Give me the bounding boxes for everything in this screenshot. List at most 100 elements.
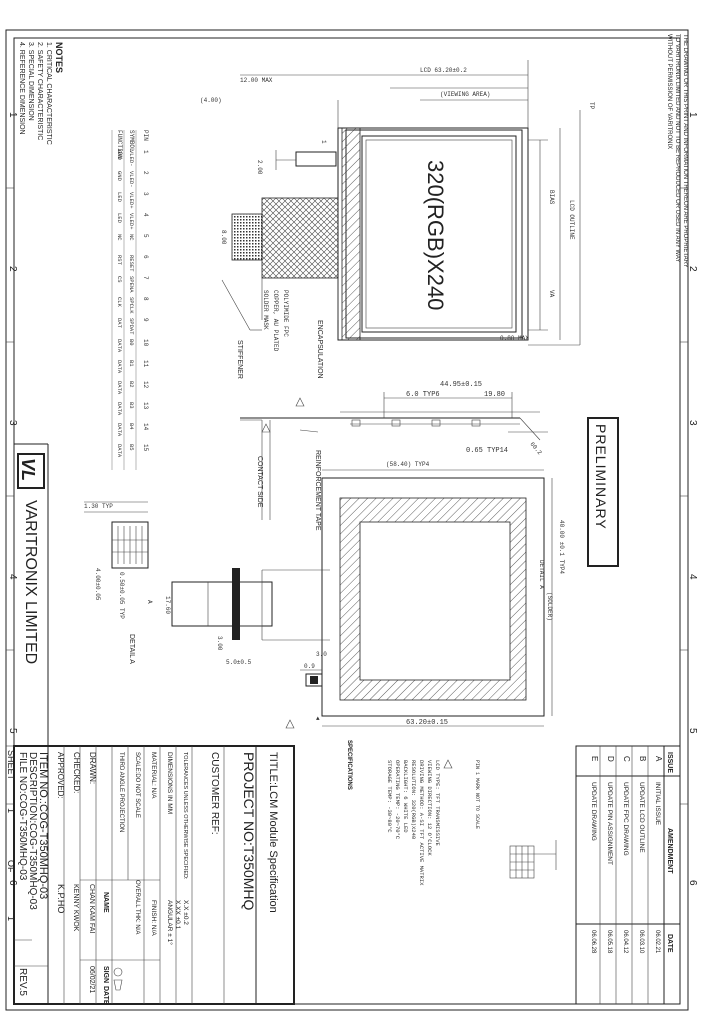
svg-text:PIN 1 MARK NOT TO SCALE: PIN 1 MARK NOT TO SCALE — [474, 760, 480, 829]
pin-function: CLK — [116, 297, 123, 308]
logo-text: VL — [18, 458, 38, 481]
note-2: 2. SAFETY CHARACTERISTIC — [36, 42, 43, 140]
zone-markers-right: 1 2 3 4 5 6 — [687, 112, 698, 886]
svg-text:2.00: 2.00 — [256, 160, 263, 175]
proprietary-line-2: TO VARITRONIX LIMITED AND NOT TO BE REPR… — [674, 34, 680, 262]
svg-text:TP: TP — [588, 102, 595, 110]
svg-text:8.00: 8.00 — [220, 230, 227, 245]
svg-text:0.80 MAX: 0.80 MAX — [500, 335, 529, 342]
note-1: 1. CRITICAL CHARACTERISTIC — [45, 42, 52, 145]
lcd-active-area — [361, 135, 517, 333]
customer-ref: CUSTOMER REF: — [209, 752, 220, 835]
drawn-name: CHAN KAM FAI — [88, 884, 95, 933]
note-3: 3. SPECIAL DIMENSION — [27, 42, 34, 121]
pin-rows: 1VLED-GND2VLED-GND3VLED+LED4VLED+LED5NCN… — [116, 150, 149, 458]
note-4: 4. REFERENCE DIMENSION — [18, 42, 25, 135]
lcd-front-view: 320(RGB)X240 LCD OUTLINE BIAS VA TP LCD … — [200, 60, 595, 346]
contact-side-label: CONTACT SIDE — [256, 456, 263, 508]
proprietary-line-1: THE DRAWING OR THIS PRINT AND INFORMATIO… — [682, 34, 688, 268]
typ1-label: 6.0 TYP6 — [406, 391, 440, 399]
svg-text:▲: ▲ — [316, 715, 320, 722]
zone-5-left: 5 — [7, 728, 18, 734]
svg-text:DETAIL A: DETAIL A — [538, 560, 545, 589]
finish-label: FINISH: N/A — [150, 900, 157, 936]
function-header: FUNCTION — [116, 130, 123, 159]
projection-label: THIRD ANGLE PROJECTION — [118, 752, 124, 832]
svg-text:(SOLDER): (SOLDER) — [546, 592, 553, 621]
notes-heading: NOTES — [54, 42, 64, 73]
scale-label: SCALE:DO NOT SCALE — [134, 752, 140, 818]
svg-text:12.00 MAX: 12.00 MAX — [240, 77, 273, 84]
zone-6-left: 6 — [7, 880, 18, 886]
pin-number: 13 — [142, 402, 149, 410]
spec-heading: SPECIFICATIONS — [346, 740, 352, 790]
svg-text:SOLDER MASK: SOLDER MASK — [262, 290, 269, 330]
pin-number: 6 — [142, 255, 149, 259]
pin-number: 7 — [142, 276, 149, 280]
side-profile-view: 44.95±0.15 6.0 TYP6 19.80 0.65 TYP14 60.… — [240, 381, 548, 457]
zone-4-right: 4 — [687, 574, 698, 580]
pin-number: 14 — [142, 423, 149, 431]
pin-function: DATA — [116, 339, 123, 353]
date-col-header: DATE — [102, 986, 109, 1005]
svg-text:3.0: 3.0 — [316, 651, 327, 658]
zone-ticks — [6, 187, 688, 805]
project-no: PROJECT NO:T350MHQ — [241, 752, 257, 911]
spec-line-4: RESOLUTION: 320(RGB)X240 — [410, 760, 417, 839]
svg-text:17.60: 17.60 — [164, 596, 171, 614]
fpc-contact-pads — [231, 213, 263, 261]
revision-date: 06.02.21 — [654, 930, 660, 954]
tol-1: X.X ±0.2 — [182, 900, 189, 925]
pin-symbol: VLED+ — [128, 192, 135, 209]
title-block-frame — [13, 745, 295, 1005]
pin-number: 2 — [142, 171, 149, 175]
detail-a-label: DETAIL A — [128, 634, 135, 664]
svg-text:5.0±0.5: 5.0±0.5 — [226, 659, 252, 666]
pin-symbol: SPENA — [128, 276, 135, 293]
pin-symbol: B2 — [128, 381, 135, 388]
typ3-label: 19.80 — [484, 391, 505, 399]
pin-symbol: B1 — [128, 360, 135, 367]
pin-symbol: VLED- — [128, 171, 135, 188]
of-number: 1 — [6, 916, 16, 921]
spec-line-2: VIEWING DIRECTION: 12 O'CLOCK — [426, 760, 433, 856]
svg-text:(4.00): (4.00) — [200, 97, 222, 104]
pin-function: DATA — [116, 360, 123, 374]
outer-frame — [5, 29, 689, 1011]
sheet-number: 1 — [6, 808, 16, 813]
spec-block: SPECIFICATIONS LCD TYPE: TFT TRANSMISSIV… — [346, 740, 557, 886]
pin-function: DATA — [116, 402, 123, 416]
zone-markers-left: 1 2 3 4 5 6 — [7, 112, 18, 886]
fpc-connector-top: 8.00 2.00 1 — [220, 140, 339, 320]
dimensions-label: DIMENSIONS IN MM — [166, 752, 173, 814]
encapsulation-label: ENCAPSULATION — [316, 320, 323, 379]
approved-name: K.P.HO — [56, 884, 66, 913]
angular-label: ANGULAR ± 1° — [166, 900, 174, 945]
svg-text:POLYIMIDE FPC: POLYIMIDE FPC — [282, 290, 289, 337]
pin-number: 9 — [142, 318, 149, 322]
svg-text:3.00: 3.00 — [216, 636, 223, 651]
revision-amendment: UPDATE DRAWING — [590, 782, 597, 841]
revision-issue: C — [622, 756, 631, 762]
revision-issue: E — [590, 756, 599, 761]
description: DESCRIPTION:COG-T350MHQ-03 — [27, 752, 38, 910]
checked-name: KENNY KWOK — [72, 884, 79, 932]
pin-function: CS — [116, 276, 123, 283]
name-header: NAME — [102, 892, 109, 913]
file-no: FILE NO:COG-T350MHQ-03 — [17, 752, 28, 881]
pin-function: DAT — [116, 318, 123, 329]
zone-6-right: 6 — [687, 880, 698, 886]
svg-text:1: 1 — [320, 140, 327, 144]
spec-line-3: DRIVING METHOD: A-SI TFT ACTIVE MATRIX — [418, 760, 425, 886]
drawn-date: 06/02/21 — [88, 966, 95, 993]
svg-text:LCD 63.20±0.2: LCD 63.20±0.2 — [420, 67, 467, 74]
revision-issue: B — [638, 756, 647, 761]
pin-number: 15 — [142, 444, 149, 452]
zone-2-right: 2 — [687, 266, 698, 272]
drawn-label: DRAWN: — [88, 752, 97, 784]
fpc-stiffener-bar — [232, 568, 240, 640]
pin-symbol: RESET — [128, 255, 135, 272]
